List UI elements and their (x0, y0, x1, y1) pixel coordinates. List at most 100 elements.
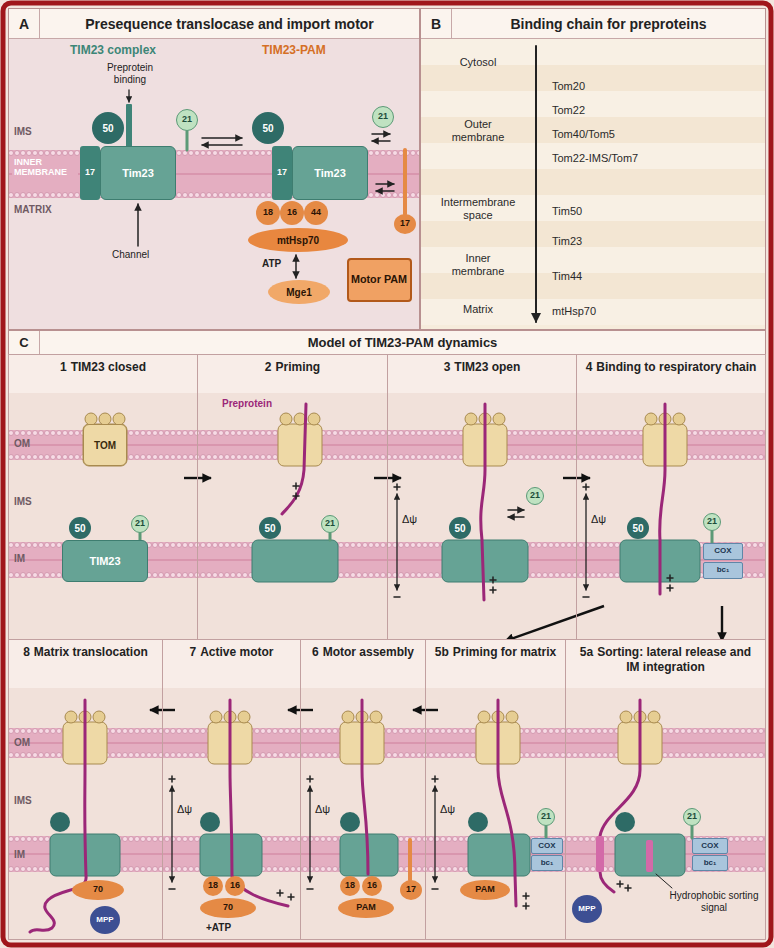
tim21-circle: 21 (537, 808, 555, 826)
step-panel: 7Active motor181670 (162, 639, 301, 940)
step-panel: 5bPriming for matrix21COXbc₁PAM (425, 639, 566, 940)
panel-number: C (9, 331, 40, 354)
node-text: 44 (311, 208, 321, 218)
arrow (434, 786, 435, 882)
charge-plus (490, 577, 496, 583)
label-text: TIM23 complex (70, 44, 156, 58)
label-text: IMS (14, 496, 32, 508)
tim21-stalk (329, 533, 332, 540)
label-text: TIM23-PAM (262, 44, 326, 58)
charge-plus (523, 893, 529, 899)
arrow (309, 786, 310, 882)
label-text: OM (14, 737, 30, 749)
charge-minus (432, 888, 438, 890)
panel-ground (8, 330, 766, 940)
node-text: Matrix translocation (34, 645, 148, 659)
node-text: 21 (378, 112, 388, 122)
charge-plus (583, 484, 589, 490)
node-text: Tim23 (314, 167, 346, 179)
node-text: bc₁ (541, 859, 554, 868)
figure-panel: APresequence translocase and import moto… (8, 8, 420, 330)
motor-pam-box: Motor PAM (347, 258, 412, 302)
tim50-circle: 50 (92, 112, 124, 144)
node-text: PAM (356, 903, 375, 913)
node-text: 21 (707, 517, 717, 527)
node-text: 18 (345, 881, 355, 891)
tim21-circle: 21 (683, 808, 701, 826)
tom-complex (83, 424, 127, 466)
node-text: 21 (182, 115, 192, 125)
step-panel: 5aSorting: lateral release and IM integr… (565, 639, 766, 940)
charge-plus (394, 484, 400, 490)
arrow (535, 46, 537, 322)
node-text: 50 (454, 523, 465, 534)
node-text: 50 (74, 523, 85, 534)
tom-receptor (210, 711, 222, 723)
panel-number: 5a (580, 645, 593, 659)
label-text: Tim44 (552, 270, 582, 283)
motor-subunit: PAM (338, 898, 394, 918)
motor-subunit: 17 (394, 214, 416, 234)
node-text: Binding chain for preproteins (452, 9, 765, 38)
preprotein (600, 700, 640, 892)
arrow (137, 204, 139, 246)
tom-receptor (238, 711, 250, 723)
tim50-circle: 50 (69, 517, 91, 539)
motor-subunit: 17 (400, 880, 422, 900)
step-panel: 3TIM23 open 50 21 (387, 354, 577, 640)
tim21-stalk (691, 826, 694, 838)
tim50-circle (200, 812, 220, 832)
motor-subunit: 18 (256, 201, 280, 225)
panel-header: 7Active motor (163, 640, 300, 688)
node-text: Motor PAM (351, 274, 407, 286)
node-text: 16 (287, 208, 297, 218)
motor-subunit: 16 (280, 201, 304, 225)
arrow (295, 255, 297, 278)
step-panel: 4Binding to respiratory chain5021COXbc₁ (576, 354, 766, 640)
node-text: MPP (96, 916, 113, 925)
tim50-circle (50, 812, 70, 832)
charge-plus (288, 894, 294, 900)
tim21-stalk (545, 826, 548, 838)
panel-number: 4 (586, 360, 593, 374)
step-panel: 2Priming5021 (197, 354, 388, 640)
node-text: MPP (578, 905, 595, 914)
motor-subunit: 18 (203, 876, 223, 896)
hydrophobic-segment (646, 840, 653, 872)
band-stripe (420, 273, 766, 299)
motor-subunit: 70 (200, 898, 256, 918)
tim21-circle: 21 (526, 487, 544, 505)
node-text: Presequence translocase and import motor (40, 9, 419, 38)
charge-minus (169, 888, 175, 890)
panel-header: 8Matrix translocation (9, 640, 162, 688)
node-text: TIM23 open (454, 360, 520, 374)
label-text: Inner membrane (443, 252, 513, 277)
panel-number: A (9, 9, 40, 38)
label-text: mtHsp70 (552, 305, 596, 318)
node-text: 50 (102, 123, 113, 134)
tom-receptor (308, 413, 320, 425)
tom-receptor (93, 711, 105, 723)
figure-panel: CModel of TIM23-PAM dynamics1TIM23 close… (8, 330, 766, 940)
node-text: COX (714, 547, 731, 556)
band-stripe (420, 195, 766, 221)
respiratory-complex: COX (692, 838, 728, 854)
panel-header: 3TIM23 open (388, 355, 576, 393)
label-text: IMS (14, 795, 32, 807)
arrow (202, 144, 242, 146)
label-text: Tim50 (552, 205, 582, 218)
tom-receptor (465, 413, 477, 425)
arrow (508, 516, 524, 518)
leader-line (656, 874, 672, 888)
node-text: Priming for matrix (453, 645, 556, 659)
preprotein (362, 700, 368, 874)
label-text: IM (14, 553, 25, 565)
node-text: Active motor (200, 645, 273, 659)
panel-number: 6 (312, 645, 319, 659)
tom-complex: TOM (83, 424, 127, 466)
label-text: Cytosol (428, 56, 528, 69)
step-panel: 1TIM23 closedTOM5021TIM23 (8, 354, 198, 640)
tim23-channel: Tim23 (292, 146, 368, 200)
node-text: 21 (541, 812, 551, 822)
